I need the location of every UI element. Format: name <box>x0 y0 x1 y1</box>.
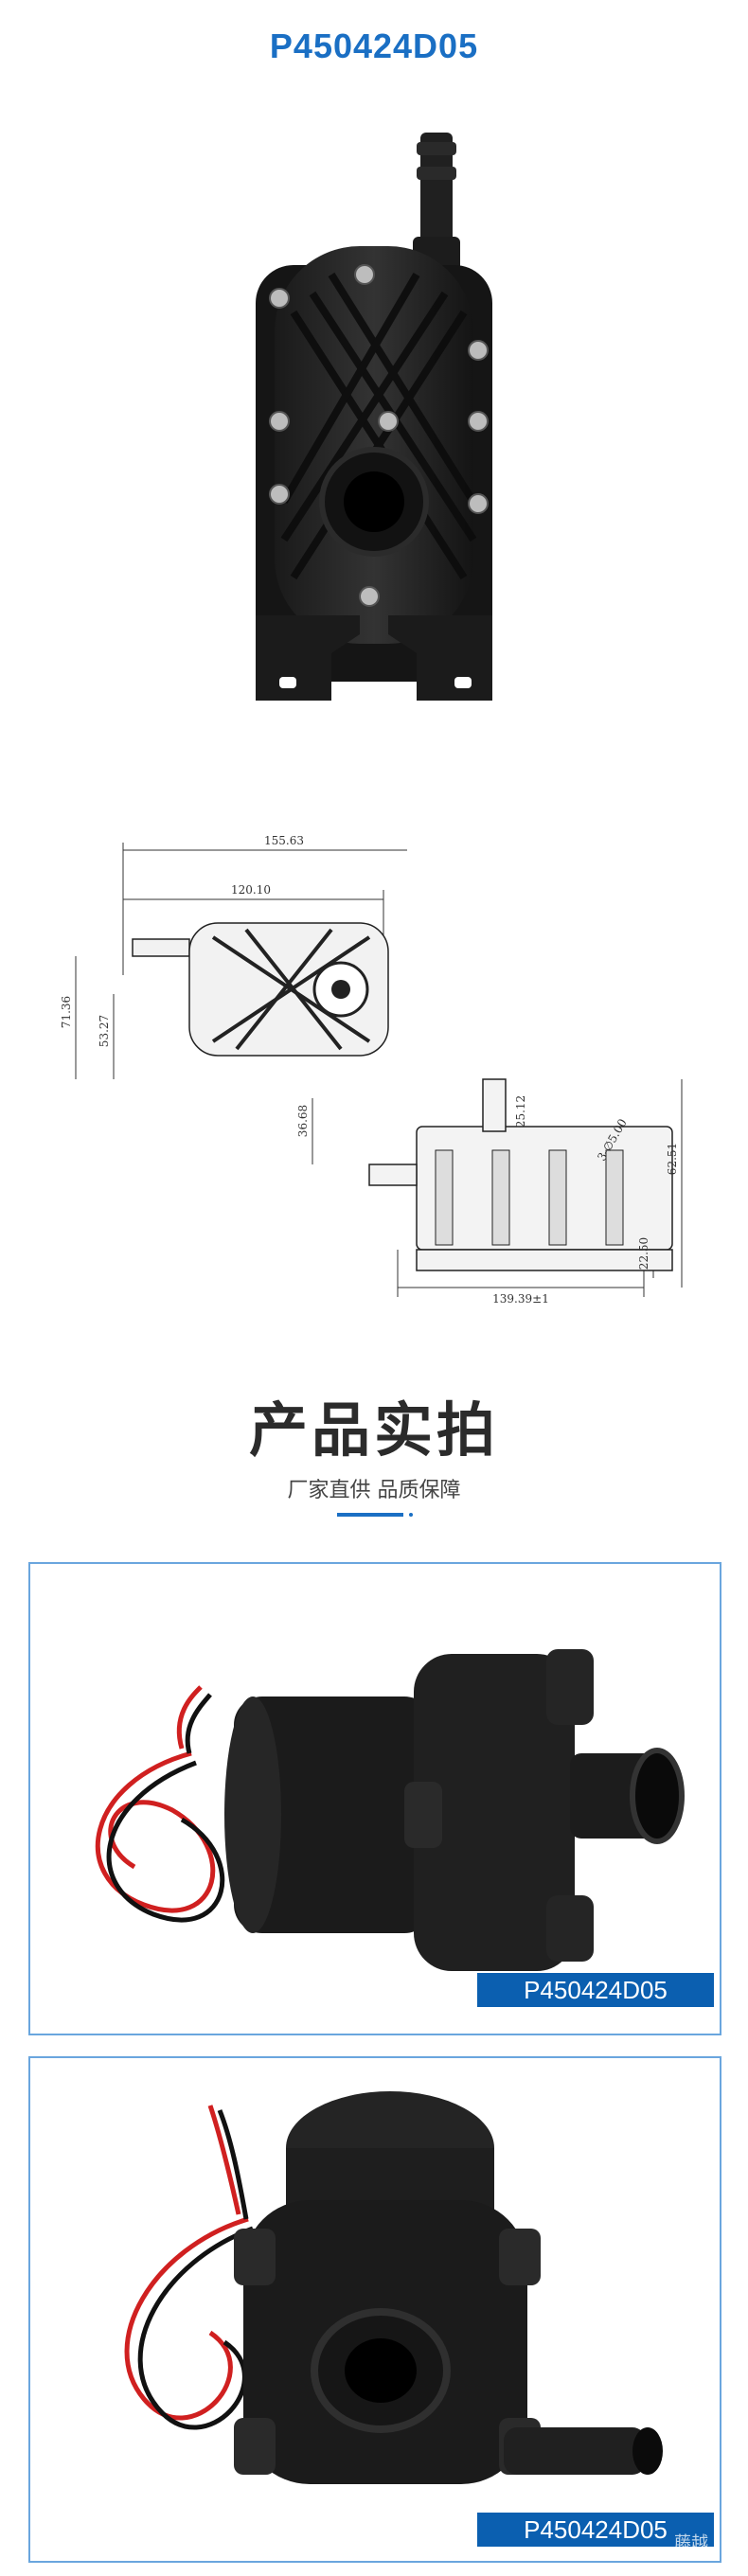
model-label-2: P450424D05 <box>477 2513 714 2547</box>
dim-top-left: 36.68 <box>296 1105 310 1137</box>
dim-height-outer: 71.36 <box>60 996 73 1028</box>
dim-inner-width: 120.10 <box>231 883 271 897</box>
product-photo-1: P450424D05 <box>28 1562 721 2035</box>
dim-overall-width: 155.63 <box>264 834 304 847</box>
section-dot <box>409 1513 413 1517</box>
dim-bottom-right: 22.50 <box>637 1237 650 1270</box>
page-title: P450424D05 <box>269 27 479 65</box>
dim-height-inner: 53.27 <box>98 1015 111 1047</box>
dim-width: 139.39±1 <box>492 1292 549 1306</box>
technical-drawing-front: 155.63 120.10 71.36 53.27 <box>57 824 455 1093</box>
product-photo-2: P450424D05 <box>28 2056 721 2563</box>
hero-product-image <box>189 123 559 786</box>
technical-drawing-side: 36.68 25.12 62.51 22.50 139.39±1 3-∅5.00 <box>284 1060 691 1306</box>
section-title: 产品实拍 <box>248 1395 499 1465</box>
section-subtitle: 厂家直供 品质保障 <box>287 1479 461 1502</box>
model-label-1: P450424D05 <box>477 1973 714 2007</box>
dim-total-height: 62.51 <box>666 1143 679 1175</box>
watermark: 藤越 <box>674 2533 708 2553</box>
dim-top-right: 25.12 <box>514 1095 527 1128</box>
section-underline <box>337 1513 403 1517</box>
